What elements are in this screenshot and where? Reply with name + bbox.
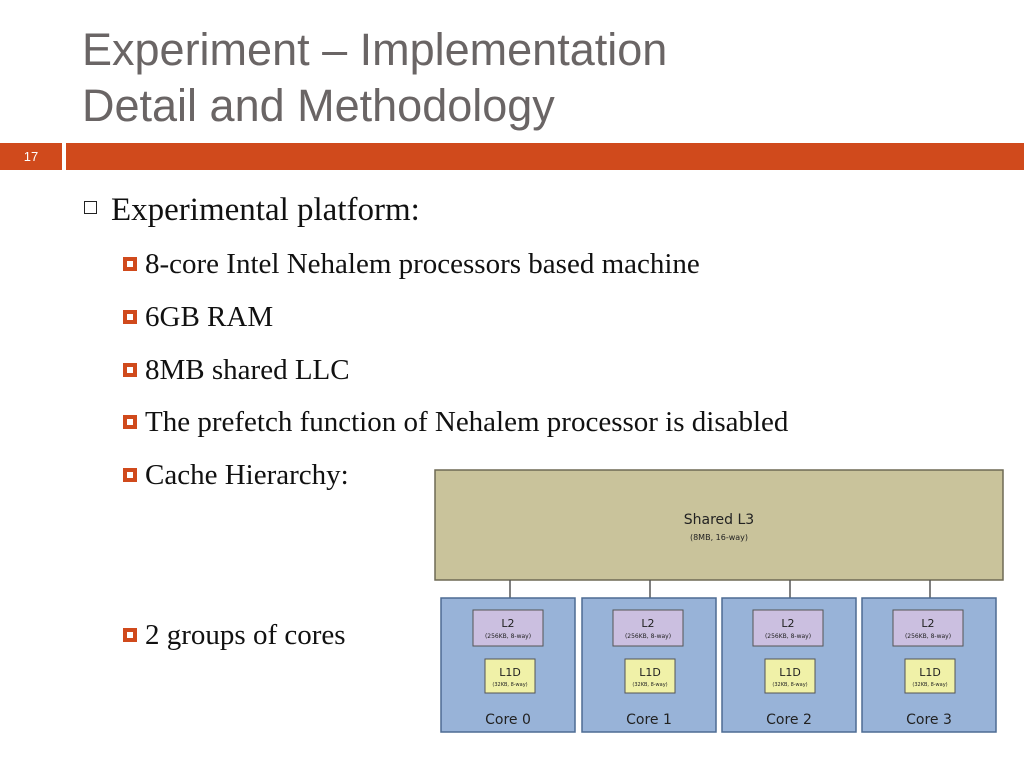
core-2-block: L2 (256KB, 8-way) L1D (32KB, 8-way) Core… <box>721 597 857 733</box>
hollow-square-bullet-icon <box>84 201 97 214</box>
sub-bullet-text: 2 groups of cores <box>145 619 346 651</box>
sub-bullet-prefetch: The prefetch function of Nehalem process… <box>123 406 788 439</box>
square-bullet-icon <box>123 363 137 377</box>
sub-bullet-llc: 8MB shared LLC <box>123 354 350 387</box>
l2-detail: (256KB, 8-way) <box>485 633 531 640</box>
l1d-detail: (32KB, 8-way) <box>632 682 667 688</box>
l1d-box <box>624 658 676 694</box>
l1d-label: L1D <box>499 666 521 679</box>
l1d-label: L1D <box>779 666 801 679</box>
sub-bullet-text: 8-core Intel Nehalem processors based ma… <box>145 248 700 280</box>
l2-box <box>892 609 964 647</box>
sub-bullet-ram: 6GB RAM <box>123 301 273 334</box>
sub-bullet-text: 8MB shared LLC <box>145 354 350 386</box>
l2-detail: (256KB, 8-way) <box>905 633 951 640</box>
square-bullet-icon <box>123 628 137 642</box>
l3-label: Shared L3 <box>684 512 754 528</box>
slide-title-line-2: Detail and Methodology <box>82 80 555 131</box>
l2-label: L2 <box>781 617 794 630</box>
square-bullet-icon <box>123 310 137 324</box>
l1d-label: L1D <box>639 666 661 679</box>
square-bullet-icon <box>123 468 137 482</box>
bullet-experimental-platform: Experimental platform: <box>84 192 420 229</box>
l2-label: L2 <box>501 617 514 630</box>
l2-detail: (256KB, 8-way) <box>625 633 671 640</box>
core-label: Core 2 <box>766 712 812 728</box>
l2-box <box>612 609 684 647</box>
bullet-text: Experimental platform: <box>111 192 420 228</box>
sub-bullet-cache-hierarchy: Cache Hierarchy: <box>123 459 349 492</box>
l2-box <box>472 609 544 647</box>
l1d-detail: (32KB, 8-way) <box>772 682 807 688</box>
sub-bullet-processor: 8-core Intel Nehalem processors based ma… <box>123 248 700 281</box>
l2-detail: (256KB, 8-way) <box>765 633 811 640</box>
square-bullet-icon <box>123 415 137 429</box>
slide-number: 17 <box>0 143 62 170</box>
core-label: Core 1 <box>626 712 672 728</box>
slide-title-line-1: Experiment – Implementation <box>82 24 668 75</box>
l2-box <box>752 609 824 647</box>
l1d-box <box>484 658 536 694</box>
l1d-detail: (32KB, 8-way) <box>492 682 527 688</box>
l3-detail: (8MB, 16-way) <box>690 533 748 542</box>
slide-title: Experiment – Implementation Detail and M… <box>82 22 667 134</box>
l1d-label: L1D <box>919 666 941 679</box>
sub-bullet-text: Cache Hierarchy: <box>145 459 349 491</box>
core-0-block: L2 (256KB, 8-way) L1D (32KB, 8-way) Core… <box>440 597 576 733</box>
core-1-block: L2 (256KB, 8-way) L1D (32KB, 8-way) Core… <box>581 597 717 733</box>
core-label: Core 3 <box>906 712 952 728</box>
sub-bullet-text: The prefetch function of Nehalem process… <box>145 406 789 438</box>
shared-l3-box <box>434 469 1004 581</box>
l1d-box <box>764 658 816 694</box>
sub-bullet-text: 6GB RAM <box>145 301 274 333</box>
l1d-detail: (32KB, 8-way) <box>912 682 947 688</box>
square-bullet-icon <box>123 257 137 271</box>
sub-bullet-core-groups: 2 groups of cores <box>123 619 346 652</box>
l1d-box <box>904 658 956 694</box>
l2-label: L2 <box>921 617 934 630</box>
l2-label: L2 <box>641 617 654 630</box>
core-3-block: L2 (256KB, 8-way) L1D (32KB, 8-way) Core… <box>861 597 997 733</box>
core-label: Core 0 <box>485 712 531 728</box>
title-rule-bar <box>66 143 1024 170</box>
